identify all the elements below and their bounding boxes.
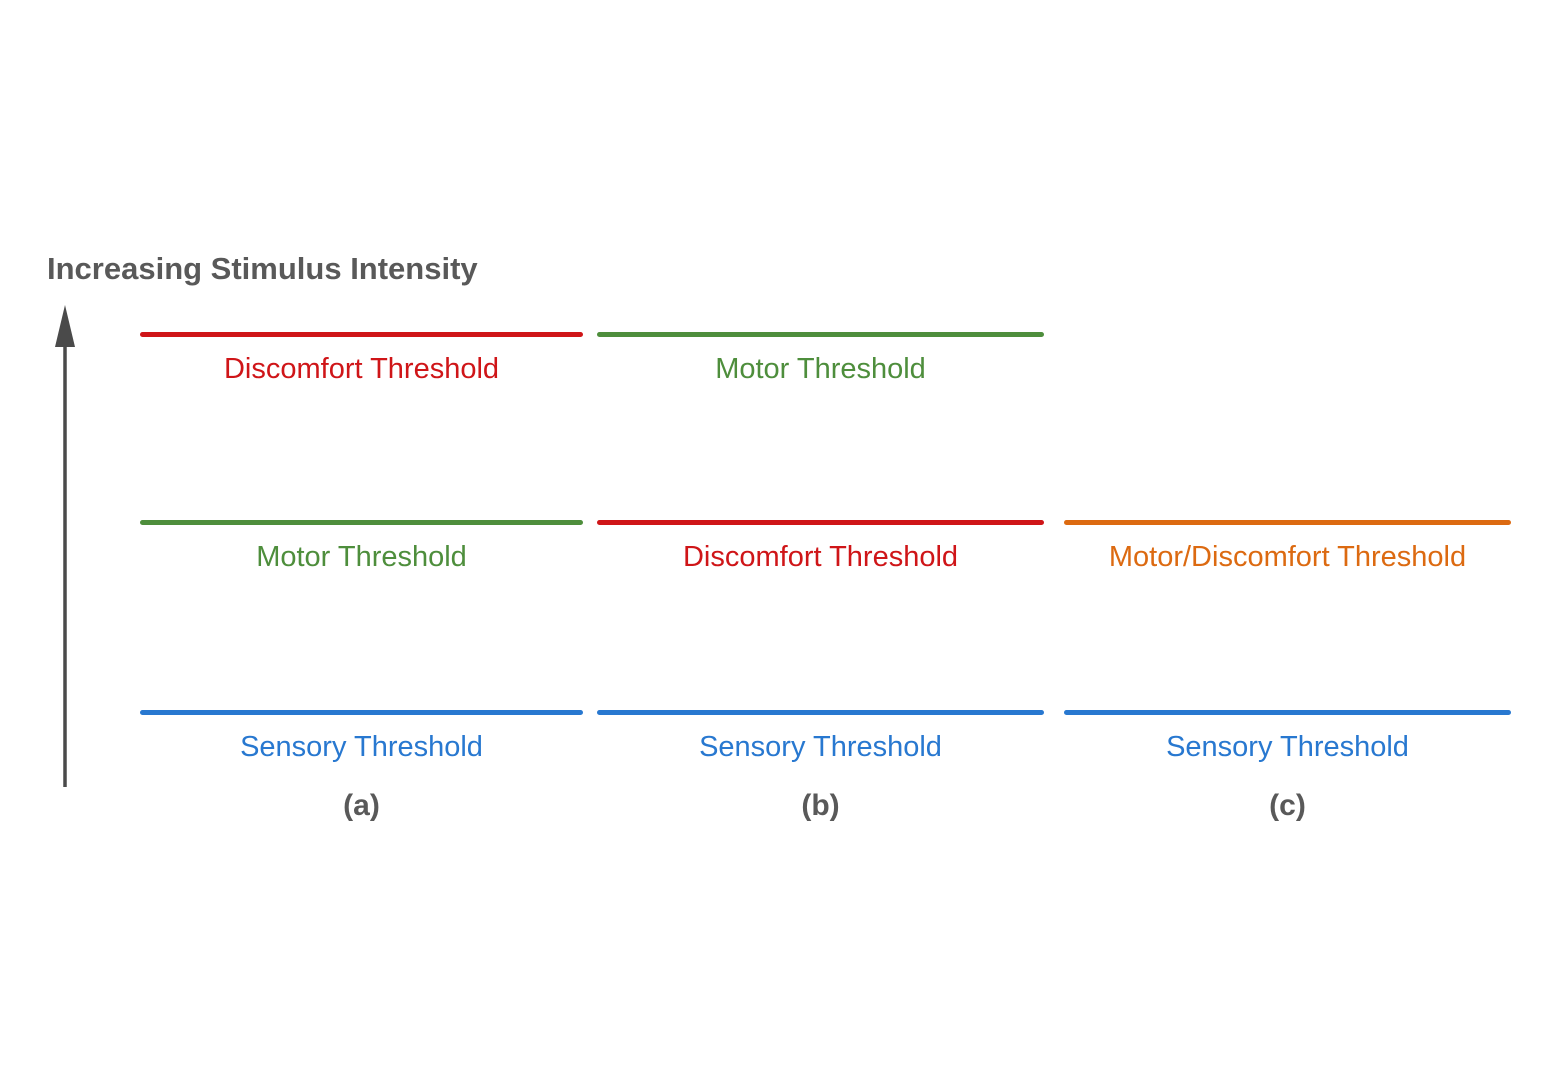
threshold-line (597, 710, 1044, 715)
panel-caption: (a) (343, 789, 380, 822)
threshold-label: Sensory Threshold (240, 731, 483, 763)
threshold-motor: Motor Threshold (597, 332, 1044, 392)
threshold-line (140, 520, 583, 525)
threshold-line (1064, 710, 1511, 715)
threshold-label: Sensory Threshold (1166, 731, 1409, 763)
threshold-line (140, 332, 583, 337)
panel-b: Motor Threshold Discomfort Threshold Sen… (597, 0, 1044, 1078)
threshold-line (1064, 520, 1511, 525)
panel-caption: (b) (801, 789, 840, 822)
up-arrow-icon (55, 305, 75, 787)
threshold-label: Sensory Threshold (699, 731, 942, 763)
threshold-line (597, 332, 1044, 337)
threshold-discomfort: Discomfort Threshold (140, 332, 583, 392)
threshold-label: Motor Threshold (715, 353, 926, 385)
threshold-label: Discomfort Threshold (223, 353, 500, 385)
threshold-label: Motor Threshold (256, 541, 467, 573)
threshold-discomfort: Discomfort Threshold (597, 520, 1044, 580)
threshold-sensory: Sensory Threshold (597, 710, 1044, 770)
threshold-sensory: Sensory Threshold (1064, 710, 1511, 770)
threshold-sensory: Sensory Threshold (140, 710, 583, 770)
threshold-motor: Motor Threshold (140, 520, 583, 580)
panel-a: Discomfort Threshold Motor Threshold Sen… (140, 0, 583, 1078)
threshold-label: Motor/Discomfort Threshold (1108, 541, 1467, 573)
panel-caption: (c) (1269, 789, 1306, 822)
threshold-line (597, 520, 1044, 525)
threshold-motor-discomfort: Motor/Discomfort Threshold (1064, 520, 1511, 580)
panel-c: Motor/Discomfort Threshold Sensory Thres… (1064, 0, 1511, 1078)
axis-title: Increasing Stimulus Intensity (47, 251, 478, 286)
threshold-line (140, 710, 583, 715)
threshold-label: Discomfort Threshold (682, 541, 959, 573)
